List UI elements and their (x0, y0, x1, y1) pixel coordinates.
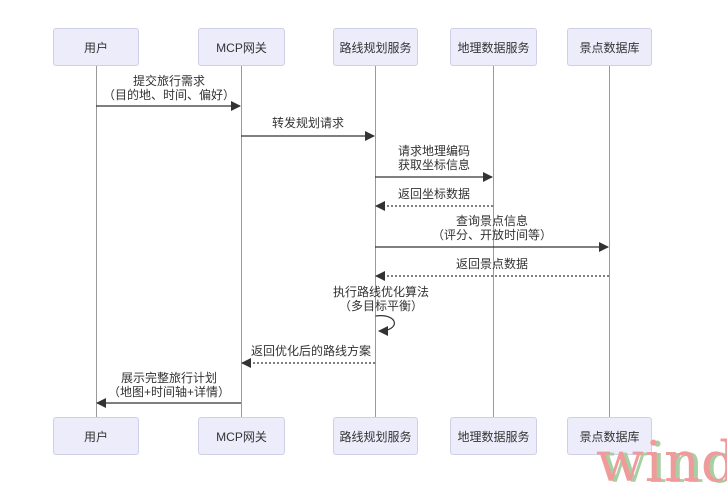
actor-route-planning-service-bottom: 路线规划服务 (333, 417, 418, 455)
actor-geo-data-label: 地理数据服务 (457, 429, 530, 444)
message-label-self-loop-optimize: 执行路线优化算法 （多目标平衡） (333, 285, 429, 313)
arrow-self-loop-optimize (375, 315, 395, 336)
message-text: 返回优化后的路线方案 (250, 344, 372, 358)
message-text: （目的地、时间、偏好） (102, 88, 236, 102)
message-label-return-poi-data: 返回景点数据 (456, 257, 528, 271)
actor-user-label: 用户 (83, 40, 108, 55)
actor-geo-data-service-bottom: 地理数据服务 (450, 417, 537, 455)
actor-route-planning-label: 路线规划服务 (339, 429, 412, 444)
message-label-forward-planning-request: 转发规划请求 (272, 116, 344, 130)
actor-mcp-gateway-bottom: MCP网关 (198, 417, 285, 455)
message-text: （地图+时间轴+详情） (107, 385, 231, 399)
message-text: 请求地理编码 (397, 144, 471, 158)
actor-route-planning-label: 路线规划服务 (339, 40, 412, 55)
actor-mcp-gateway-label: MCP网关 (216, 429, 267, 444)
lifeline-user (96, 66, 97, 417)
actor-user-label: 用户 (83, 429, 108, 444)
message-text: 执行路线优化算法 (332, 285, 430, 299)
lifeline-route-planning-service (375, 66, 376, 417)
message-label-submit-travel-request: 提交旅行需求 （目的地、时间、偏好） (103, 74, 235, 102)
lifeline-mcp-gateway (241, 66, 242, 417)
actor-geo-data-label: 地理数据服务 (457, 40, 530, 55)
actor-mcp-gateway-top: MCP网关 (198, 28, 285, 66)
message-text: （评分、开放时间等） (431, 228, 553, 242)
message-text: 提交旅行需求 (132, 74, 206, 88)
message-text: 展示完整旅行计划 (120, 371, 217, 385)
actor-poi-database-top: 景点数据库 (567, 28, 652, 66)
message-label-query-poi-info: 查询景点信息 （评分、开放时间等） (432, 214, 552, 242)
lifeline-poi-database (609, 66, 610, 417)
actor-poi-database-bottom: 景点数据库 (567, 417, 652, 455)
lifeline-geo-data-service (493, 66, 494, 417)
actor-mcp-gateway-label: MCP网关 (216, 40, 267, 55)
message-label-return-coordinates: 返回坐标数据 (398, 187, 470, 201)
message-label-return-optimized-route: 返回优化后的路线方案 (251, 344, 371, 358)
message-text: 返回景点数据 (455, 257, 529, 271)
actor-poi-database-label: 景点数据库 (579, 40, 640, 55)
actor-route-planning-service-top: 路线规划服务 (333, 28, 418, 66)
message-label-show-travel-plan: 展示完整旅行计划 （地图+时间轴+详情） (108, 371, 230, 399)
actor-geo-data-service-top: 地理数据服务 (450, 28, 537, 66)
actor-user-bottom: 用户 (53, 417, 139, 455)
watermark-text: wind (596, 430, 727, 495)
message-text: 返回坐标数据 (397, 187, 471, 201)
actor-user-top: 用户 (53, 28, 139, 66)
actor-poi-database-label: 景点数据库 (579, 429, 640, 444)
message-text: 查询景点信息 (455, 214, 529, 228)
message-text: 获取坐标信息 (397, 158, 471, 172)
message-text: （多目标平衡） (338, 299, 424, 313)
message-text: 转发规划请求 (271, 116, 345, 130)
message-label-request-geocoding: 请求地理编码 获取坐标信息 (398, 144, 470, 172)
